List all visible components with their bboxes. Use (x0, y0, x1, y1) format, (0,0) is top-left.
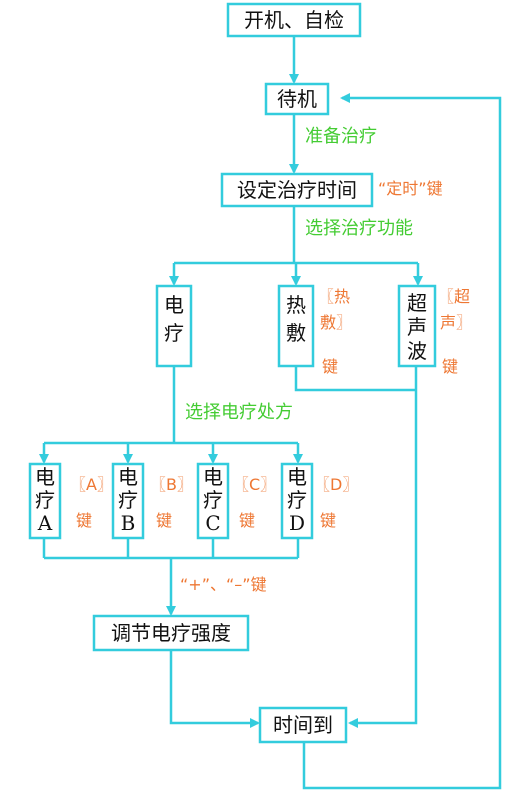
arrow-adjust-to-timeup (169, 650, 260, 728)
arrow-ultrasound-to-timeup (348, 366, 418, 728)
label-ultra-key-2: 声〗 (440, 313, 472, 332)
label-b-key-1: 〖B〗 (150, 475, 193, 494)
rx-c-node: 电 疗 C (196, 462, 230, 540)
rx-d-label-3: D (289, 511, 305, 535)
ultrasound-label-2: 声 (407, 315, 427, 339)
label-plus-minus-key: “+”、“–”键 (180, 575, 267, 594)
standby-node-label: 待机 (277, 87, 317, 111)
label-heat-key-1: 〖热 (318, 287, 350, 306)
heat-label-1: 热 (286, 293, 306, 317)
label-select-rx: 选择电疗处方 (185, 402, 293, 423)
start-node: 开机、自检 (226, 2, 362, 38)
label-heat-key-2: 敷〗 (320, 313, 352, 332)
rx-c-label-1: 电 (203, 465, 223, 489)
label-d-key-1: 〖D〗 (314, 475, 358, 494)
time-up-node-label: 时间到 (273, 713, 333, 737)
set-time-node: 设定治疗时间 (220, 172, 374, 208)
rx-b-label-3: B (121, 511, 136, 535)
heat-label-2: 敷 (286, 321, 306, 345)
adjust-node: 调节电疗强度 (92, 614, 250, 652)
electro-label-2: 疗 (164, 321, 184, 345)
heat-node: 热 敷 (277, 284, 315, 368)
electro-node: 电 疗 (155, 284, 193, 368)
label-c-key-1: 〖C〗 (233, 475, 276, 494)
label-d-key-2: 键 (320, 511, 336, 530)
label-a-key-2: 键 (76, 511, 92, 530)
rx-b-label-2: 疗 (118, 488, 138, 512)
label-heat-key-3: 键 (322, 357, 338, 376)
label-b-key-2: 键 (156, 511, 172, 530)
adjust-node-label: 调节电疗强度 (111, 621, 231, 645)
label-a-key-1: 〖A〗 (70, 475, 113, 494)
time-up-node: 时间到 (258, 706, 348, 744)
label-prepare: 准备治疗 (305, 126, 377, 147)
start-node-label: 开机、自检 (244, 8, 344, 32)
label-c-key-2: 键 (239, 511, 255, 530)
connectors (39, 36, 502, 790)
rx-a-label-3: A (37, 511, 53, 535)
ultrasound-node: 超 声 波 (397, 284, 437, 368)
label-ultra-key-3: 键 (442, 357, 458, 376)
rx-c-label-2: 疗 (203, 488, 223, 512)
rx-a-label-2: 疗 (35, 488, 55, 512)
rx-a-label-1: 电 (35, 465, 55, 489)
rx-d-node: 电 疗 D (280, 462, 314, 540)
label-timer-key: “定时”键 (378, 179, 443, 198)
arrow-timeup-to-standby (302, 93, 502, 790)
rx-d-label-2: 疗 (287, 488, 307, 512)
line-heat-to-timeup (294, 366, 416, 392)
electro-label-1: 电 (164, 293, 184, 317)
rx-b-node: 电 疗 B (111, 462, 145, 540)
ultrasound-label-1: 超 (407, 291, 427, 315)
rx-d-label-1: 电 (287, 465, 307, 489)
rx-a-node: 电 疗 A (28, 462, 62, 540)
label-ultra-key-1: 〖超 (438, 287, 470, 306)
rx-b-label-1: 电 (118, 465, 138, 489)
set-time-node-label: 设定治疗时间 (237, 178, 357, 202)
standby-node: 待机 (264, 82, 330, 116)
rx-c-label-3: C (205, 511, 220, 535)
ultrasound-label-3: 波 (407, 339, 427, 363)
label-select-function: 选择治疗功能 (305, 218, 413, 239)
